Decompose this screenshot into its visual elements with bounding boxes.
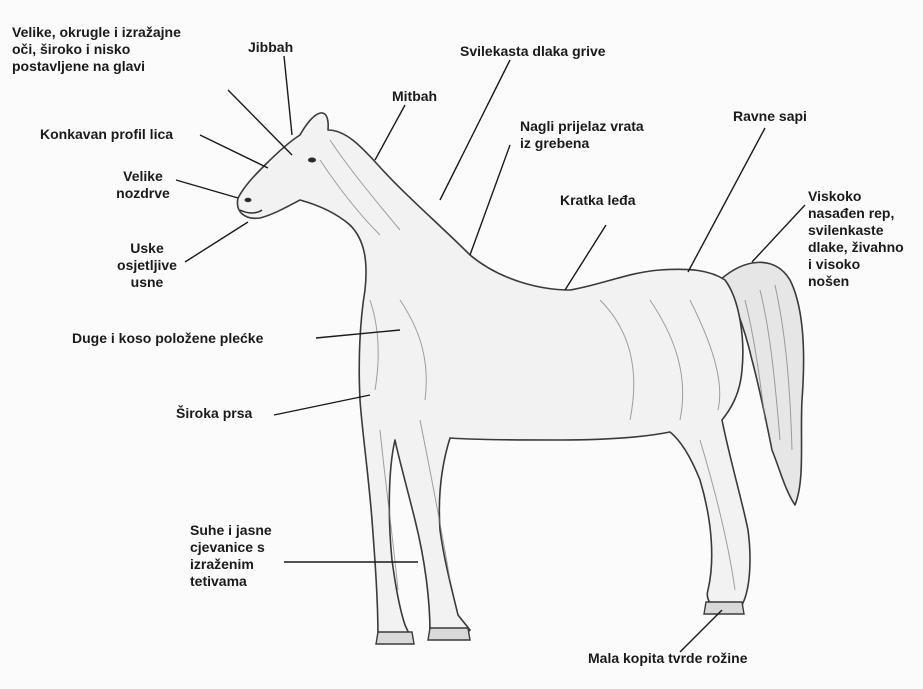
leader-tail <box>752 205 805 262</box>
leader-croup <box>688 128 765 272</box>
label-hooves: Mala kopita tvrde rožine <box>588 650 747 667</box>
leader-nostrils <box>176 180 238 198</box>
leader-profile <box>200 135 268 168</box>
label-tail: Viskoko nasađen rep, svilenkaste dlake, … <box>808 188 904 290</box>
label-chest: Široka prsa <box>176 405 252 422</box>
label-cannons: Suhe i jasne cjevanice s izraženim tetiv… <box>190 522 272 590</box>
label-croup: Ravne sapi <box>733 108 807 125</box>
horse-outline <box>237 113 750 644</box>
label-lips: Uske osjetljive usne <box>110 240 184 291</box>
leader-hooves <box>680 610 722 652</box>
leader-neck-transition <box>470 145 510 255</box>
leader-mane <box>440 60 510 200</box>
horse-nostril <box>245 198 252 202</box>
label-nostrils: Velike nozdrve <box>108 168 178 202</box>
label-neck-transition: Nagli prijelaz vrata iz grebena <box>520 118 644 152</box>
label-jibbah: Jibbah <box>248 39 293 56</box>
horse-eye <box>308 158 316 163</box>
label-profile: Konkavan profil lica <box>40 126 173 143</box>
label-mitbah: Mitbah <box>392 88 437 105</box>
label-shoulders: Duge i koso položene plećke <box>72 330 263 347</box>
label-eyes: Velike, okrugle i izražajne oči, široko … <box>12 24 181 75</box>
label-mane: Svilekasta dlaka grive <box>460 43 606 60</box>
leader-mitbah <box>375 105 405 160</box>
leader-short-back <box>565 225 606 290</box>
leader-eyes <box>228 90 292 155</box>
leader-lips <box>185 222 248 262</box>
leader-chest <box>274 395 370 415</box>
leader-jibbah <box>284 56 292 135</box>
label-short-back: Kratka leđa <box>560 192 635 209</box>
